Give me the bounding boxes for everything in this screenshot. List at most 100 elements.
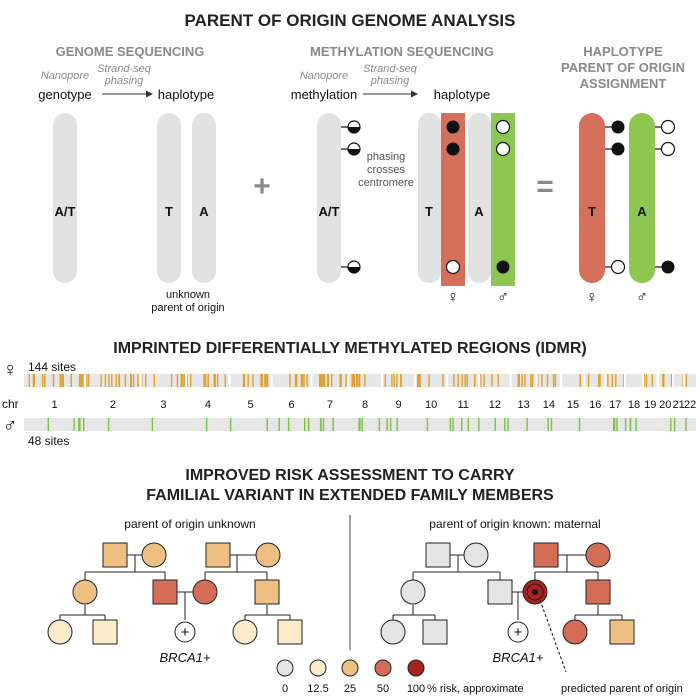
- predicted-note: predicted parent of origin: [561, 683, 683, 695]
- idmr-site-mark: [80, 374, 83, 387]
- right-caption: parent of origin known: maternal: [429, 517, 600, 531]
- chromosome-label: 15: [567, 399, 579, 411]
- pedigree-female: [255, 542, 281, 568]
- idmr-site-mark: [115, 374, 117, 387]
- idmr-site-mark: [306, 374, 308, 387]
- genome-tool-right-l2: phasing: [104, 75, 144, 87]
- chromosome-label: 22: [684, 399, 696, 411]
- idmr-site-mark: [524, 374, 526, 387]
- pedigree-female: [192, 579, 218, 605]
- idmr-site-mark: [616, 418, 618, 431]
- idmr-site-mark: [190, 374, 192, 387]
- chromosome-label: 12: [489, 399, 501, 411]
- female-symbol-icon: ♀: [586, 289, 598, 306]
- idmr-site-mark: [340, 374, 342, 387]
- idmr-site-mark: [130, 374, 132, 387]
- idmr-site-mark: [579, 374, 581, 387]
- chromosome-label: 19: [644, 399, 656, 411]
- chromosome-label: 9: [395, 399, 401, 411]
- idmr-site-mark: [207, 374, 209, 387]
- idmr-site-mark: [478, 418, 480, 431]
- pedigree-male: [585, 579, 611, 605]
- idmr-site-mark: [417, 374, 419, 387]
- idmr-site-mark: [356, 374, 358, 387]
- idmr-site-mark: [153, 374, 155, 387]
- idmr-site-mark: [673, 418, 676, 431]
- unmethylated-site-marker: [660, 119, 676, 135]
- idmr-site-mark: [504, 418, 506, 431]
- idmr-site-mark: [100, 374, 102, 387]
- methylation-genotype-label: A/T: [319, 204, 340, 219]
- idmr-site-mark: [418, 374, 420, 387]
- proband-marker: [507, 621, 529, 643]
- methylation-tool-left: Nanopore: [300, 70, 348, 82]
- pedigree-male: [92, 619, 118, 645]
- female-sites-count: 144 sites: [28, 360, 76, 374]
- methylation-marker-partial: [341, 260, 361, 274]
- idmr-site-mark: [205, 374, 207, 387]
- idmr-site-mark: [307, 418, 310, 431]
- idmr-site-mark: [685, 374, 688, 387]
- legend-label-25: 25: [344, 683, 356, 695]
- pedigree-male: [533, 542, 559, 568]
- idmr-site-mark: [550, 418, 553, 431]
- idmr-site-mark: [52, 374, 55, 387]
- idmr-site-mark: [457, 374, 459, 387]
- chromosome-haplotype-2: [192, 113, 216, 283]
- methylation-from-label: methylation: [291, 87, 357, 102]
- genome-from-label: genotype: [38, 87, 92, 102]
- unmethylated-site-marker: [495, 141, 511, 157]
- idmr-site-mark: [44, 374, 46, 387]
- idmr-site-mark: [186, 374, 188, 387]
- phasing-note-l1: phasing: [367, 151, 406, 163]
- pedigree-female: [47, 619, 73, 645]
- idmr-site-mark: [452, 418, 454, 431]
- idmr-site-mark: [400, 374, 402, 387]
- idmr-site-mark: [151, 418, 154, 431]
- chromosome-methylation-unphased: [317, 113, 341, 283]
- methylated-site-marker: [611, 120, 625, 134]
- idmr-site-mark: [651, 374, 653, 387]
- idmr-site-mark: [320, 374, 323, 387]
- chromosome-unphased: [53, 113, 77, 283]
- idmr-site-mark: [170, 374, 173, 387]
- risk-heading-l1: IMPROVED RISK ASSESSMENT TO CARRY: [185, 467, 515, 484]
- legend-swatch-12-5: [309, 659, 327, 677]
- idmr-site-mark: [331, 374, 333, 387]
- haplotype-2-allele: A: [199, 204, 209, 219]
- idmr-site-mark: [322, 418, 325, 431]
- idmr-site-mark: [494, 418, 496, 431]
- idmr-site-mark: [278, 418, 280, 431]
- idmr-site-mark: [426, 418, 429, 431]
- pedigree-male: [205, 542, 231, 568]
- idmr-site-mark: [461, 418, 463, 431]
- methylation-heading: METHYLATION SEQUENCING: [310, 44, 494, 59]
- idmr-site-mark: [261, 374, 263, 387]
- male-idmr-marks: [47, 418, 687, 431]
- chromosome-separator: [84, 374, 86, 387]
- idmr-site-mark: [361, 418, 363, 431]
- methylation-tool-right-l2: phasing: [370, 75, 410, 87]
- idmr-site-mark: [82, 374, 84, 387]
- chromosome-separator: [139, 374, 142, 387]
- idmr-site-mark: [480, 374, 482, 387]
- haplotype-1-allele: T: [165, 204, 173, 219]
- idmr-site-mark: [216, 374, 219, 387]
- chromosome-label: 4: [205, 399, 211, 411]
- pedigree-female: [585, 542, 611, 568]
- idmr-site-mark: [32, 374, 35, 387]
- gene-right-label: BRCA1+: [493, 650, 544, 665]
- female-symbol-icon: ♀: [447, 289, 459, 306]
- idmr-site-mark: [497, 374, 499, 387]
- idmr-site-mark: [266, 374, 269, 387]
- chromosome-separator: [270, 374, 273, 387]
- idmr-site-mark: [611, 374, 613, 387]
- maternal-chromosome: [579, 113, 605, 283]
- idmr-site-mark: [428, 374, 430, 387]
- idmr-site-mark: [339, 374, 341, 387]
- risk-heading-l2: FAMILIAL VARIANT IN EXTENDED FAMILY MEMB…: [146, 487, 554, 504]
- paternal-stripe: [491, 113, 515, 286]
- idmr-site-mark: [287, 418, 290, 431]
- idmr-site-mark: [507, 418, 509, 431]
